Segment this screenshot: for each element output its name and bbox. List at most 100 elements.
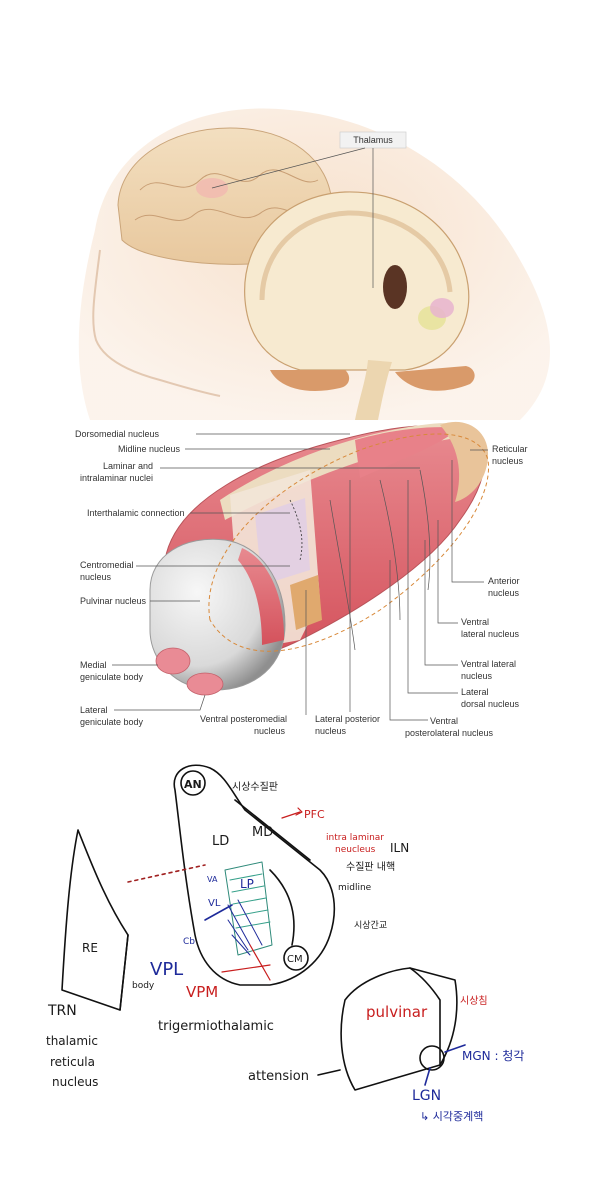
sketch-lp: LP — [240, 877, 254, 891]
label-vl-a-2: lateral nucleus — [461, 629, 520, 639]
sketch-pulvinar: pulvinar — [366, 1003, 428, 1021]
sketch-midline: midline — [338, 883, 372, 893]
sketch-trigemino: trigermiothalamic — [158, 1019, 274, 1034]
sketch-body: body — [132, 981, 155, 991]
sketch-trn: TRN — [47, 1003, 77, 1019]
label-anterior-2: nucleus — [488, 588, 520, 598]
sketch-pfc: PFC — [304, 808, 325, 821]
face-profile — [92, 249, 221, 397]
sketch-korean-adhesion: 시상간교 — [354, 920, 387, 931]
hand-sketch — [61, 764, 466, 1091]
label-medial-gen-1: Medial — [80, 660, 107, 670]
label-vpl-1: Ventral — [430, 716, 458, 726]
thalamus-callout: Thalamus — [353, 135, 393, 145]
label-vpl-2: posterolateral nucleus — [405, 728, 494, 738]
sketch-intra-1: intra laminar — [326, 833, 384, 843]
sketch-lp-hatch-area — [224, 861, 273, 956]
label-ld-1: Lateral — [461, 687, 489, 697]
label-anterior-1: Anterior — [488, 576, 520, 586]
sketch-cb: Cb — [183, 937, 195, 947]
label-dorsomedial: Dorsomedial nucleus — [75, 429, 160, 439]
sketch-iln: ILN — [390, 841, 409, 855]
sketch-pulvinar-outline — [340, 967, 458, 1091]
reticular-outline — [208, 433, 490, 652]
label-laminar-2: intralaminar nuclei — [80, 473, 153, 483]
label-lateral-gen-1: Lateral — [80, 705, 108, 715]
brain-gyri — [139, 169, 319, 191]
brainstem — [355, 360, 392, 420]
sketch-md: MD — [252, 825, 273, 840]
sketch-attension: attension — [248, 1069, 309, 1084]
sketch-korean-pulvinar: 시상침 — [460, 995, 488, 1007]
medial-geniculate — [155, 647, 191, 675]
label-laminar-1: Laminar and — [103, 461, 153, 471]
head-brain-illustration: Thalamus — [78, 108, 551, 420]
sketch-inner-curve — [269, 869, 295, 946]
sketch-pulvinar-edge — [409, 967, 441, 1066]
sketch-reticula: reticula — [50, 1055, 95, 1069]
label-vpm-1: Ventral posteromedial — [200, 714, 287, 724]
label-vl-b-1: Ventral lateral — [461, 659, 516, 669]
sketch-re: RE — [82, 941, 98, 955]
label-vpm-2: nucleus — [254, 726, 286, 736]
sketch-thalamus-outline — [173, 764, 336, 986]
cut-face-lavender — [255, 498, 310, 585]
cortex-band — [259, 210, 453, 301]
sketch-ld: LD — [212, 834, 229, 849]
sketch-korean-top: 시상수질판 — [232, 781, 278, 793]
thalamus-section-pink — [430, 298, 454, 318]
label-interthalamic: Interthalamic connection — [87, 508, 185, 518]
sketch-arrow-attension — [317, 1069, 341, 1076]
sketch-cm-circle — [283, 945, 309, 971]
label-lp-2: nucleus — [315, 726, 347, 736]
lateral-geniculate — [186, 672, 224, 696]
label-medial-gen-2: geniculate body — [80, 672, 144, 682]
label-centromedial-2: nucleus — [80, 572, 112, 582]
sketch-arrow-pfc — [281, 811, 301, 819]
sketch-mgn-circle — [419, 1045, 445, 1071]
sketch-arrow-vl — [204, 904, 233, 921]
sketch-vpl: VPL — [150, 959, 183, 980]
leader-vpl — [389, 560, 428, 721]
sketch-intra-2: neucleus — [335, 845, 376, 855]
sketch-nucleus: nucleus — [52, 1075, 98, 1089]
leader-vl-b — [424, 540, 458, 666]
pulvinar-pink-band — [238, 548, 285, 645]
leader-ld — [407, 480, 458, 694]
label-centromedial-1: Centromedial — [80, 560, 134, 570]
sketch-vpm-mark — [249, 944, 271, 981]
sketch-vpl-crosshatch — [227, 899, 263, 956]
cerebellum-left — [270, 370, 350, 391]
sketch-cm: CM — [287, 954, 303, 965]
sketch-va: VA — [207, 875, 218, 884]
sketch-lp-hatching — [229, 873, 271, 929]
sketch-dotted-link — [127, 864, 206, 883]
groove-1 — [329, 499, 356, 651]
label-vl-b-2: nucleus — [461, 671, 493, 681]
leader-vl-a — [437, 520, 458, 624]
sketch-re-edge — [119, 934, 129, 1011]
sketch-vl: VL — [208, 898, 221, 909]
sketch-arrow-vpm — [221, 964, 271, 973]
sketch-arrowhead-pfc — [295, 807, 303, 816]
sketch-korean-lgn: ↳ 시각중계핵 — [420, 1110, 483, 1123]
label-ld-2: dorsal nucleus — [461, 699, 520, 709]
sketch-lgn: LGN — [412, 1088, 441, 1104]
sketch-arrow-mgn — [444, 1044, 466, 1053]
sketch-mgn: MGN : 청각 — [462, 1049, 524, 1063]
callout-leader-head — [211, 147, 366, 189]
label-lp-1: Lateral posterior — [315, 714, 380, 724]
anterior-tip — [440, 421, 489, 502]
sketch-korean-iln: 수질판 내핵 — [346, 861, 395, 873]
label-pulvinar: Pulvinar nucleus — [80, 596, 147, 606]
thalamus-cutaway-illustration: Dorsomedial nucleus Midline nucleus Lami… — [75, 421, 528, 738]
sketch-an-circle — [180, 770, 206, 796]
interthalamic-dots — [289, 499, 303, 561]
leader-lateral-gen — [114, 694, 206, 711]
sketch-vpm: VPM — [186, 983, 218, 1001]
hand-sketch-text: AN 시상수질판 LD MD PFC intra laminar neucleu… — [46, 778, 524, 1123]
groove-3 — [419, 469, 431, 591]
coronal-section — [244, 191, 470, 371]
sketch-arrow-lgn — [424, 1067, 431, 1086]
